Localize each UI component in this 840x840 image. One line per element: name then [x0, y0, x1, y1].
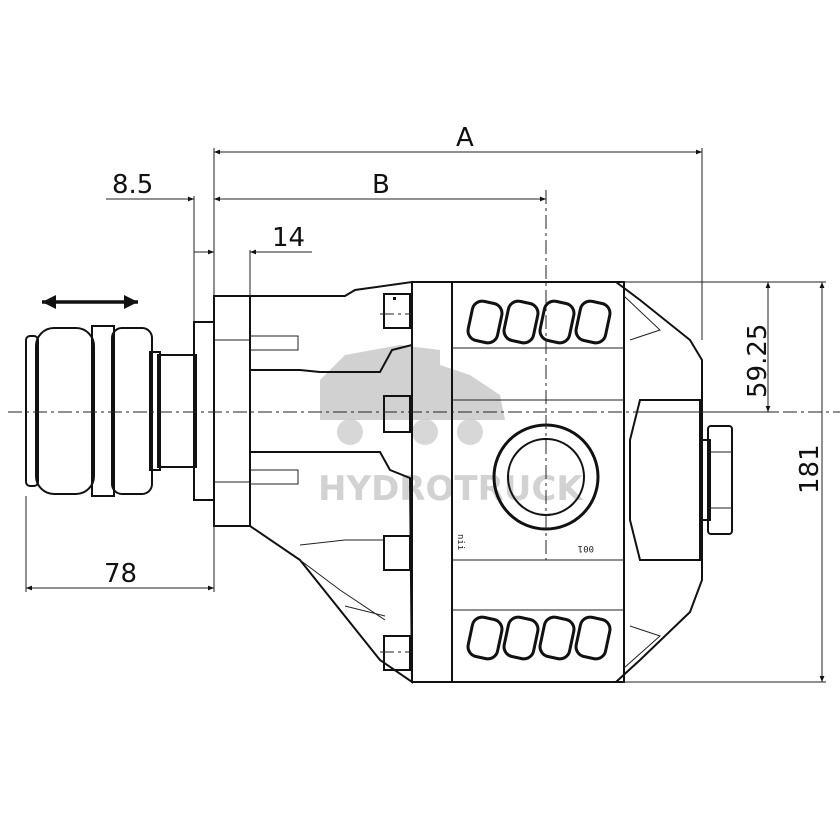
part-marking-right: 001: [578, 543, 594, 553]
extension-lines: [25, 148, 826, 683]
dimension-a-label: A: [456, 123, 474, 153]
dimension-78: 78: [26, 559, 214, 591]
part-marking-left: nii: [455, 534, 465, 550]
dimension-a: A: [214, 123, 702, 155]
dimension-8-5: 8.5: [106, 170, 194, 202]
dimension-181-label: 181: [795, 444, 825, 494]
pump-body: [249, 280, 733, 684]
dimension-181: 181: [795, 282, 825, 682]
dimension-14-label: 14: [272, 223, 305, 253]
mounting-flange: [193, 295, 251, 527]
dimension-b: B: [214, 170, 546, 202]
dimension-59-25-label: 59.25: [743, 324, 773, 398]
dimension-8-5-label: 8.5: [112, 170, 153, 200]
dimension-59-25: 59.25: [743, 282, 773, 412]
dimension-78-label: 78: [104, 559, 137, 589]
coupling: [25, 325, 197, 497]
dimension-b-label: B: [372, 170, 390, 200]
dimension-14: 14: [194, 223, 312, 255]
